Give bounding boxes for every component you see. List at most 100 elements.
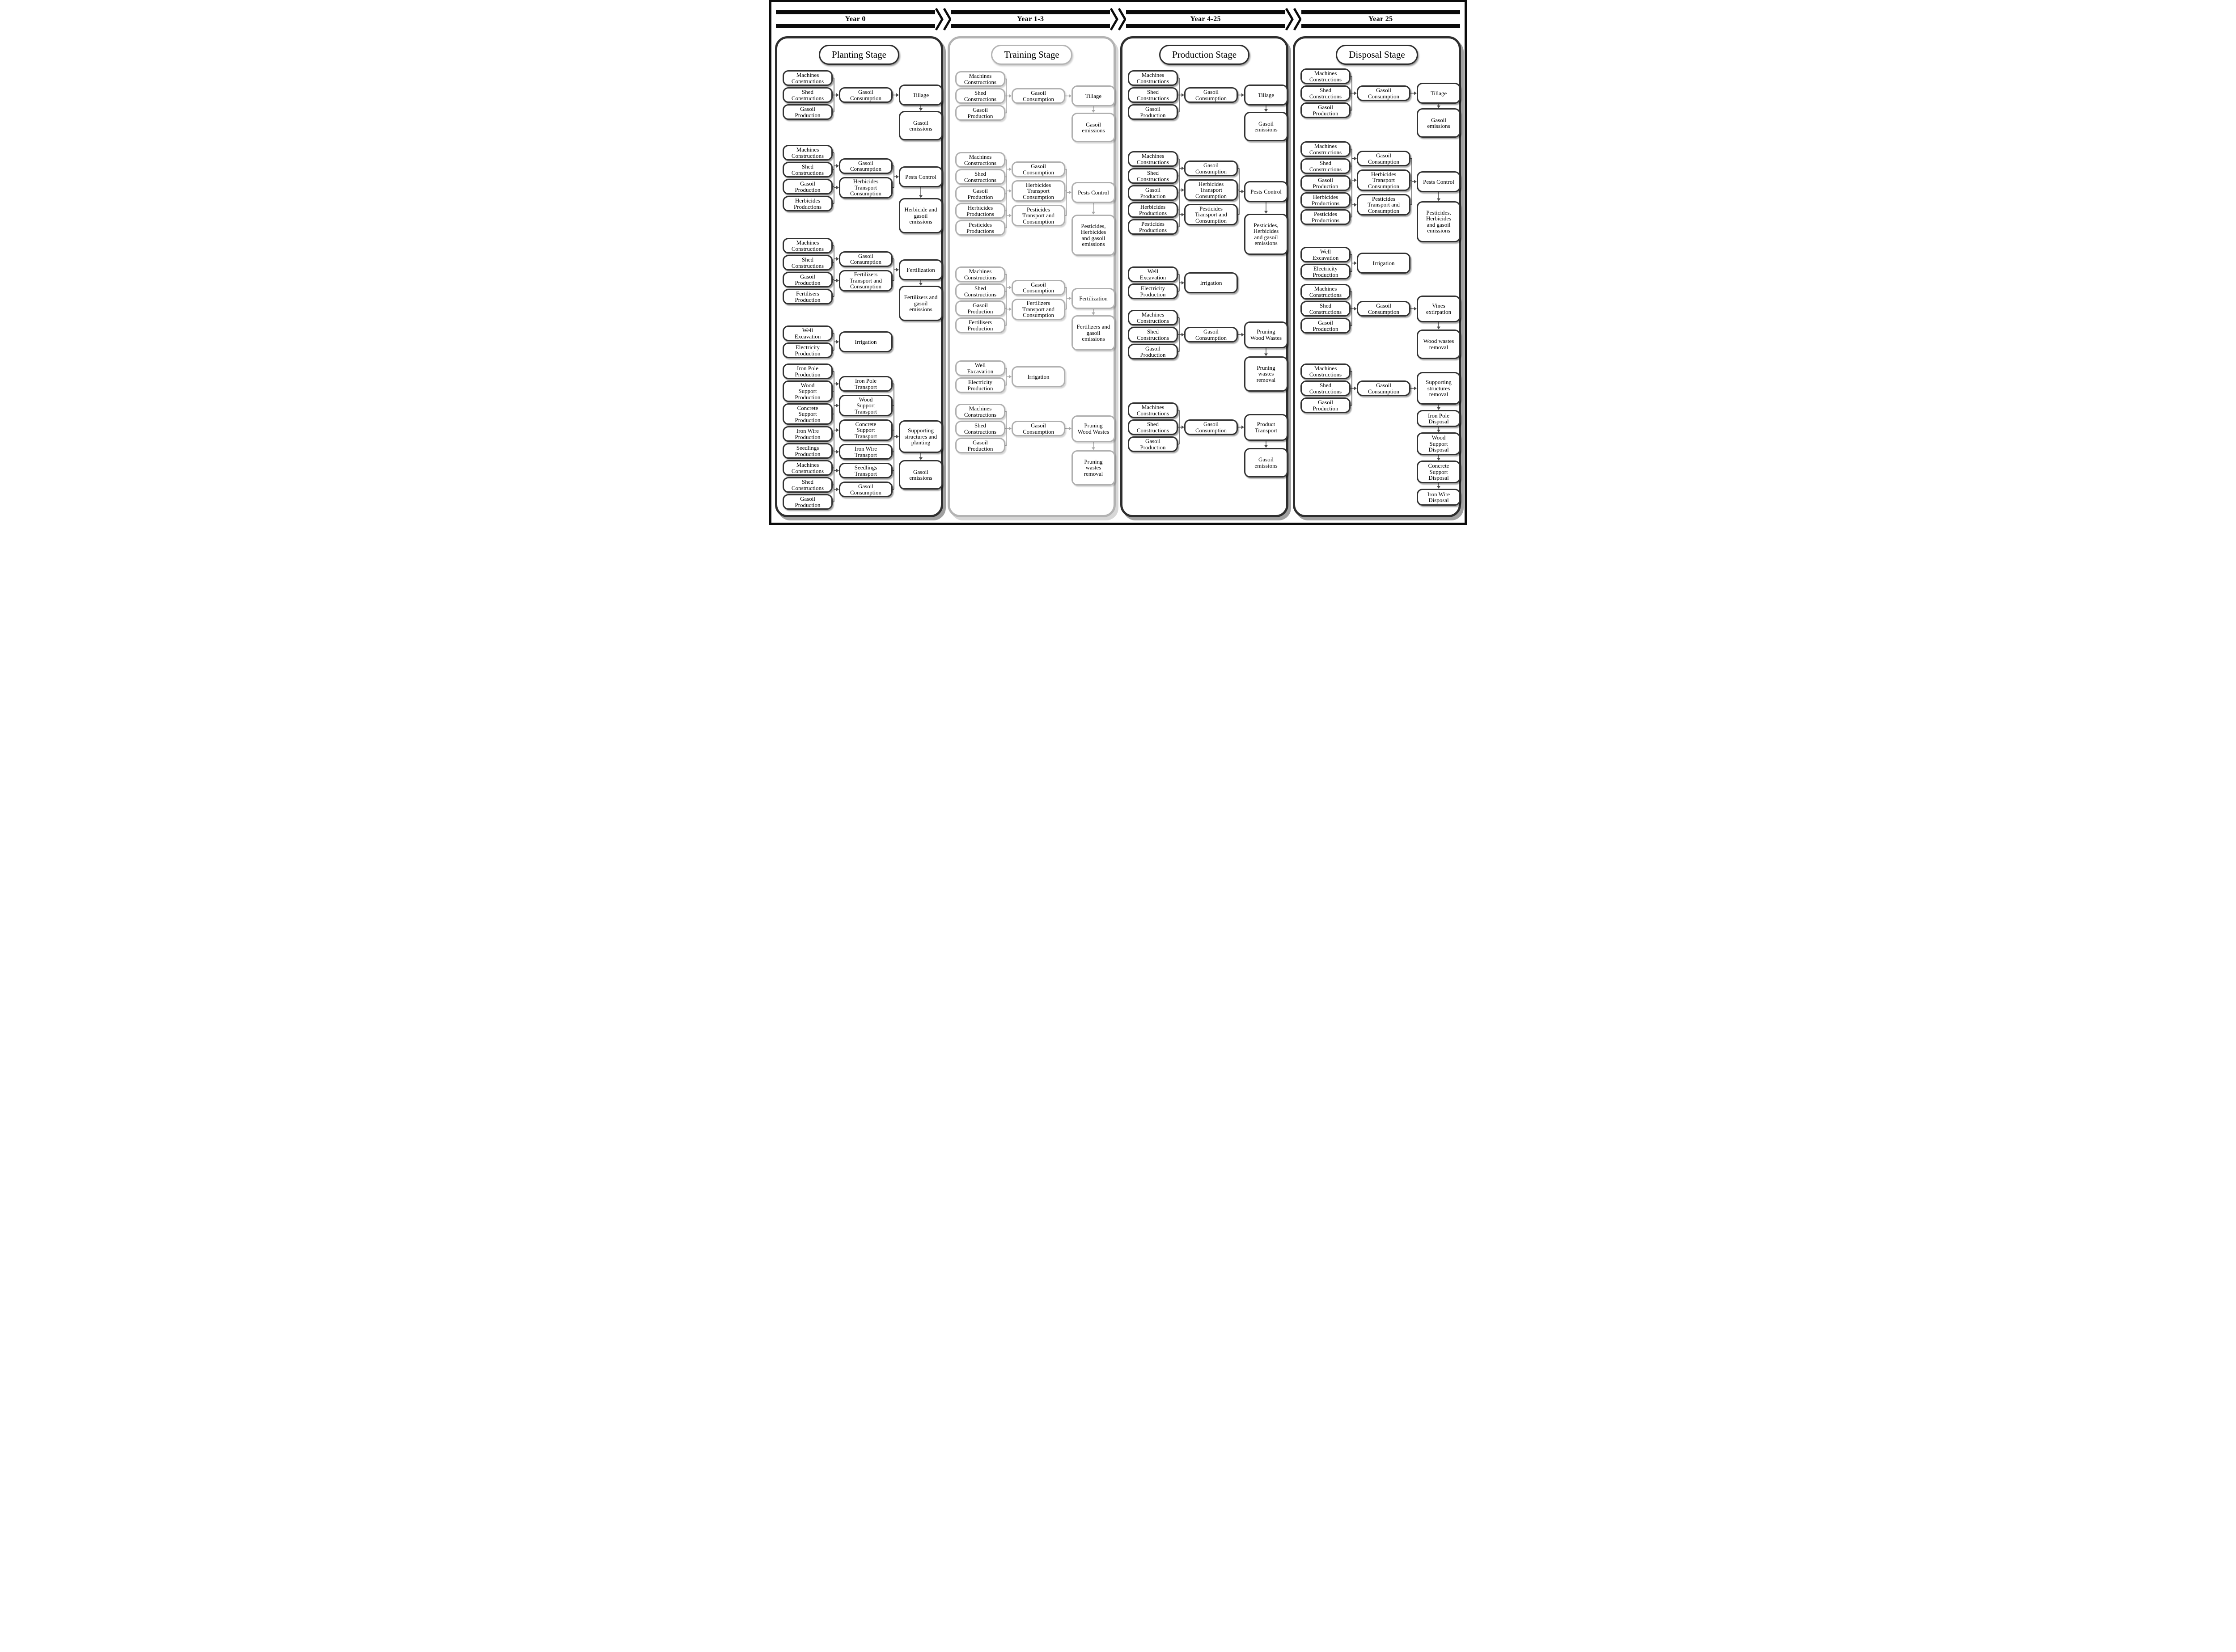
- connector-lines: [1005, 78, 1095, 114]
- timeline-chevron-icon: [1110, 8, 1118, 31]
- node-fertilization: Fertilization: [899, 259, 943, 280]
- connector-lines: [1351, 76, 1440, 111]
- stage-title-training-stage: Training Stage: [991, 45, 1072, 65]
- stage-title-wrap: Planting Stage: [779, 45, 940, 65]
- connector-lines: [1178, 317, 1268, 356]
- timeline-arrow-label: Year 25: [1368, 15, 1393, 23]
- connector-lines: [1351, 148, 1440, 218]
- node-fertilization: Fertilization: [1071, 287, 1115, 309]
- connector-lines: [1178, 77, 1268, 113]
- timeline-arrow-year-4-25: Year 4-25: [1126, 10, 1285, 28]
- node-pests-control: Pests Control: [1071, 182, 1115, 203]
- timeline-arrow-label: Year 1-3: [1017, 15, 1044, 23]
- connector-lines: [833, 371, 923, 503]
- timeline-arrow-label: Year 0: [845, 15, 866, 23]
- node-pests-control: Pests Control: [1244, 181, 1288, 202]
- node-irrigation: Irrigation: [1357, 253, 1410, 274]
- node-tillage: Tillage: [1071, 85, 1115, 106]
- connector-lines: [1178, 410, 1268, 448]
- connector-lines: [1178, 158, 1268, 228]
- connector-lines: [1005, 411, 1095, 450]
- stage-title-planting-stage: Planting Stage: [819, 45, 899, 65]
- node-tillage: Tillage: [899, 85, 943, 106]
- timeline-chevron-icon: [1293, 8, 1302, 31]
